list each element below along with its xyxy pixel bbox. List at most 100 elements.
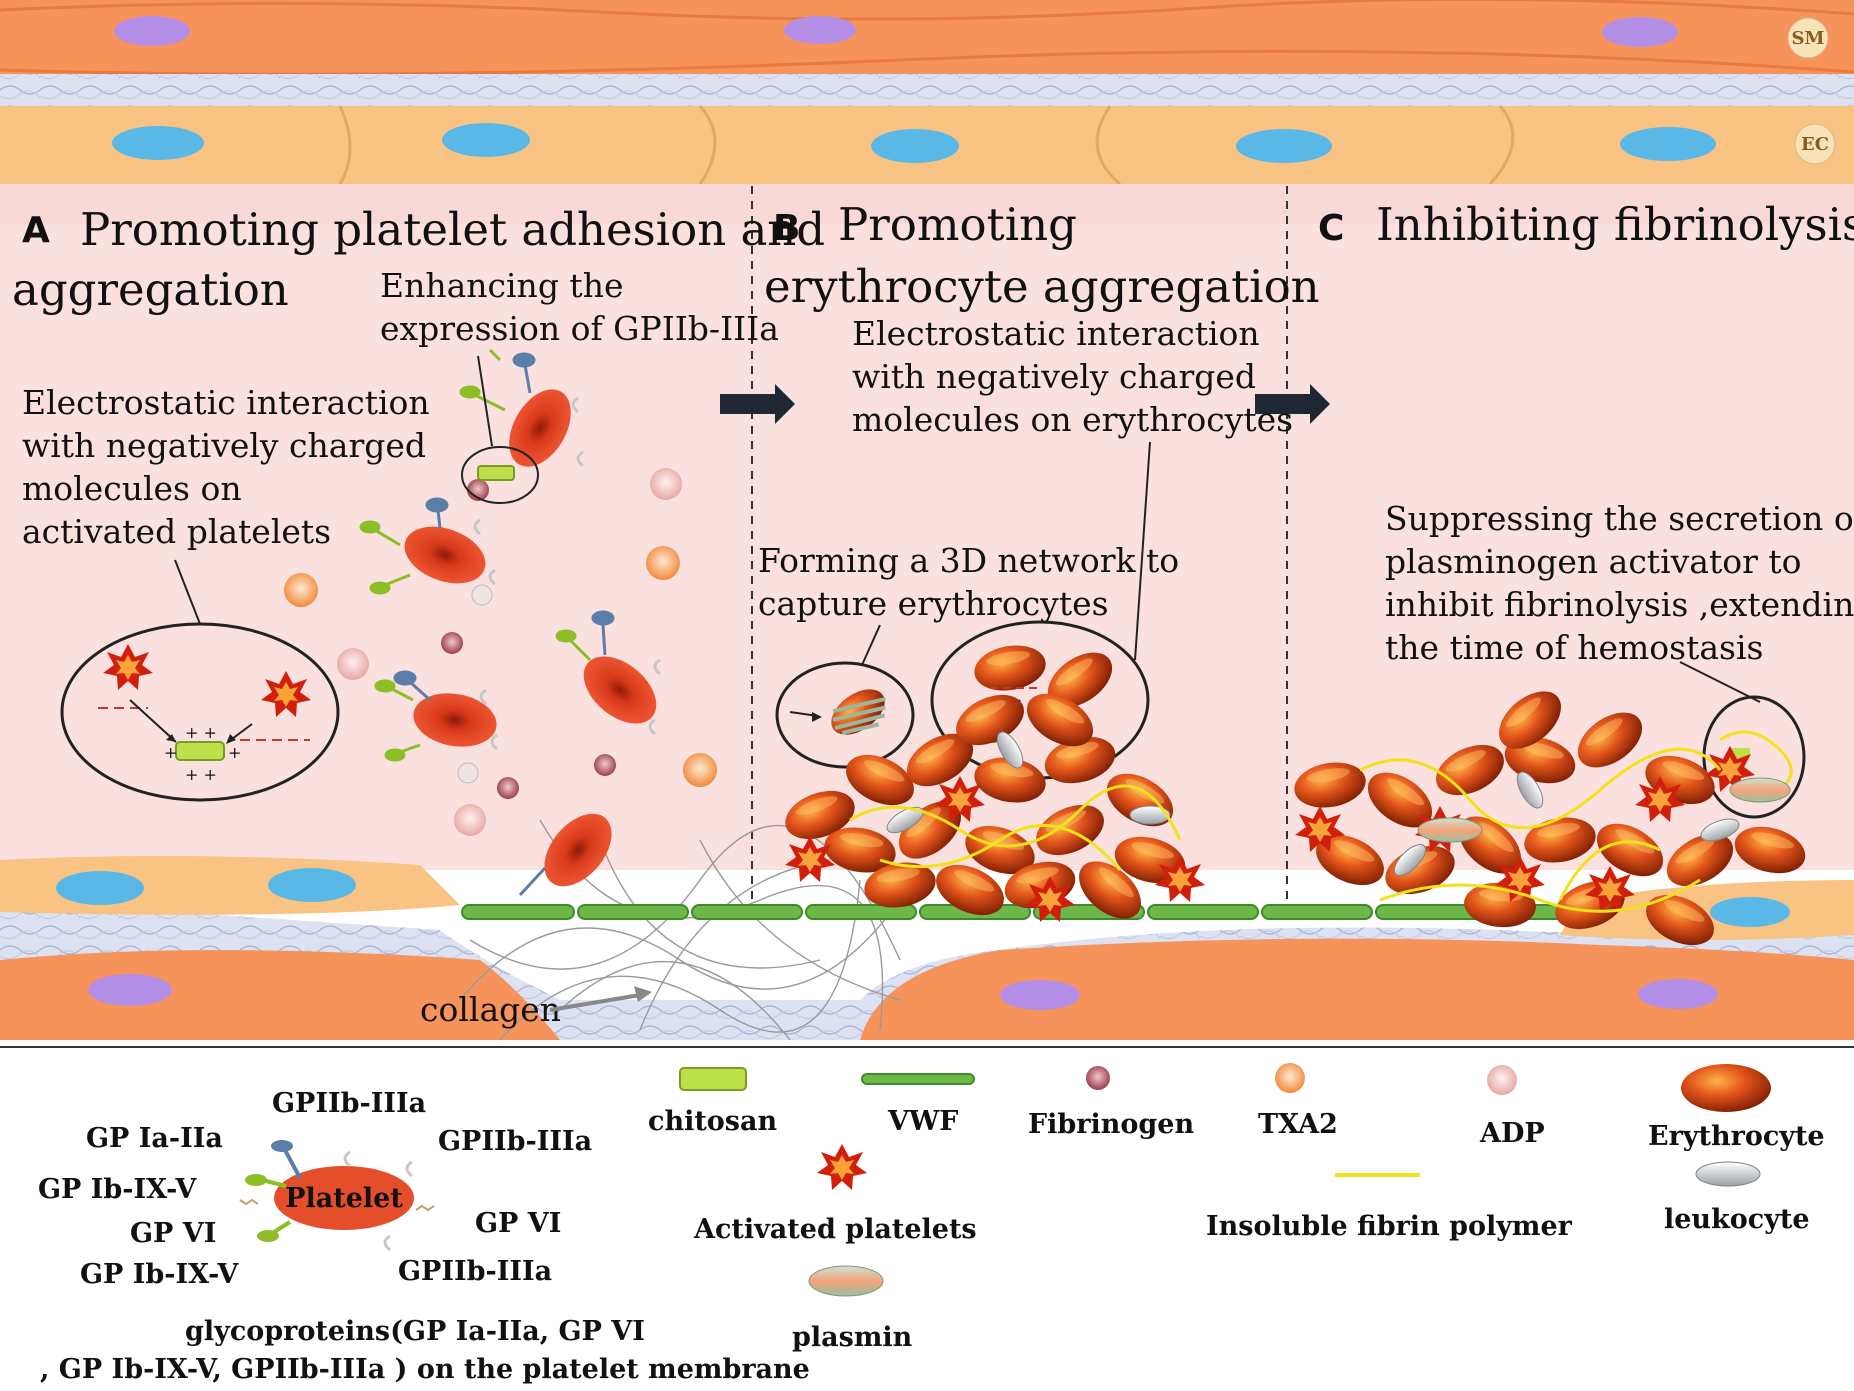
sm-nucleus [114, 16, 190, 46]
fibrinolysis-note-line4: the time of hemostasis [1385, 628, 1763, 667]
platelet-electrostatic-note: Electrostatic interaction [22, 383, 430, 422]
erythrocyte-electrostatic-note-line2: with negatively charged [852, 357, 1256, 396]
platelet-electrostatic-note-line2: with negatively charged [22, 426, 426, 465]
panel-arrow-b-to-c [1255, 384, 1330, 424]
legend-glyco-note: glycoproteins(GP Ia-IIa, GP VI [185, 1316, 645, 1347]
smooth-muscle-left [0, 950, 560, 1040]
legend-vwf-swatch [861, 1073, 975, 1085]
panel-c-letter: C [1318, 208, 1344, 249]
chitosan-icon [175, 741, 225, 761]
gp-zoom-circle [461, 446, 539, 504]
legend-gpiib-top: GPIIb-IIIa [272, 1088, 426, 1119]
sm-nucleus [784, 16, 856, 44]
panel-c: C Inhibiting fibrinolysis Suppressing th… [1290, 198, 1854, 956]
adp-particle [337, 648, 369, 680]
legend: Platelet GPIIb-IIIa GP Ia-IIa GPIIb-IIIa… [38, 1063, 1825, 1385]
legend-plasmin-swatch [808, 1265, 884, 1297]
panel-arrow-a-to-b [720, 384, 795, 424]
sm-nucleus [1000, 980, 1080, 1010]
legend-txa2-swatch [1275, 1063, 1305, 1093]
sm-badge [1787, 17, 1829, 59]
txa2-particle [646, 546, 680, 580]
network-zoom-circle [775, 661, 915, 769]
gp-expression-note-line2: expression of GPIIb-IIIa [380, 309, 779, 348]
sm-nucleus [1638, 979, 1718, 1009]
smooth-muscle-right [860, 938, 1854, 1040]
network-note: Forming a 3D network to [758, 541, 1179, 580]
panel-c-title: Inhibiting fibrinolysis [1376, 198, 1854, 251]
panel-a-title: Promoting platelet adhesion and [80, 203, 825, 256]
legend-gpiib-right: GPIIb-IIIa [438, 1126, 592, 1157]
legend-chitosan-swatch [679, 1067, 747, 1091]
ec-nucleus [1710, 897, 1790, 927]
ec-nucleus [871, 129, 959, 163]
collagen-fibres [459, 819, 901, 1041]
charge-mark: + [164, 743, 177, 762]
ec-nucleus [112, 126, 204, 160]
legend-chitosan-label: chitosan [648, 1106, 778, 1137]
legend-vwf-label: VWF [887, 1106, 958, 1137]
legend-txa2-label: TXA2 [1258, 1109, 1338, 1140]
platelet-electrostatic-note-line4: activated platelets [22, 512, 331, 551]
legend-glyco-note-line2: , GP Ib-IX-V, GPIIb-IIIa ) on the platel… [40, 1354, 810, 1385]
legend-leukocyte-swatch [1695, 1161, 1761, 1187]
panel-b: B Promoting erythrocyte aggregation Elec… [758, 198, 1320, 930]
platelet-electrostatic-note-line3: molecules on [22, 469, 242, 508]
ec-nucleus [442, 123, 530, 157]
legend-adp-swatch [1487, 1065, 1517, 1095]
charge-mark: + + [185, 765, 217, 784]
fibrin-clot [1290, 680, 1811, 956]
legend-gpib-1: GP Ib-IX-V [38, 1174, 197, 1205]
panel-b-title-line2: erythrocyte aggregation [764, 260, 1320, 313]
erythrocyte-aggregate [778, 682, 1205, 930]
ec-nucleus [1236, 129, 1332, 163]
sm-badge-label: SM [1792, 28, 1825, 49]
gp-expression-note: Enhancing the [380, 266, 623, 305]
fibrinolysis-note: Suppressing the secretion of [1385, 499, 1854, 538]
legend-gpiib-bottom: GPIIb-IIIa [398, 1256, 552, 1287]
legend-platelet-label: Platelet [285, 1183, 403, 1214]
legend-erythrocyte-label: Erythrocyte [1648, 1121, 1825, 1152]
adp-particle [454, 804, 486, 836]
smooth-muscle-layer-top [0, 0, 1854, 82]
fibrinolysis-note-line3: inhibit fibrinolysis ,extending [1385, 585, 1854, 624]
panel-a-letter: A [22, 210, 50, 251]
adp-particle [650, 468, 682, 500]
ec-nucleus [268, 868, 356, 902]
fibrinolysis-note-line2: plasminogen activator to [1385, 542, 1801, 581]
legend-fibrinogen-label: Fibrinogen [1028, 1109, 1194, 1140]
erythrocyte-electrostatic-note-line3: molecules on erythrocytes [852, 400, 1293, 439]
legend-gpib-2: GP Ib-IX-V [80, 1259, 239, 1290]
legend-gpia: GP Ia-IIa [86, 1123, 223, 1154]
txa2-particle [284, 573, 318, 607]
platelet-cluster [359, 348, 669, 899]
legend-leukocyte-label: leukocyte [1664, 1204, 1810, 1235]
erythrocyte-electrostatic-note: Electrostatic interaction [852, 314, 1260, 353]
legend-activated-swatch [817, 1144, 867, 1190]
legend-activated-label: Activated platelets [693, 1214, 977, 1245]
ec-badge [1794, 123, 1836, 165]
legend-erythrocyte-swatch [1681, 1064, 1771, 1112]
charge-mark: + + [185, 723, 217, 742]
charge-mark: + [228, 743, 241, 762]
panel-a: A Promoting platelet adhesion and aggreg… [12, 203, 825, 1029]
legend-fibrin-label: Insoluble fibrin polymer [1206, 1211, 1573, 1242]
legend-plasmin-label: plasmin [792, 1322, 913, 1353]
ec-nucleus [1620, 127, 1716, 161]
panel-b-title: Promoting [838, 198, 1077, 251]
ec-nucleus [56, 871, 144, 905]
legend-fibrinogen-swatch [1086, 1066, 1110, 1090]
txa2-particle [683, 753, 717, 787]
legend-gpvi-left: GP VI [130, 1218, 216, 1249]
sm-nucleus [88, 974, 172, 1006]
network-note-line2: capture erythrocytes [758, 584, 1109, 623]
sm-nucleus [1602, 17, 1678, 47]
legend-platelet: Platelet [239, 1140, 435, 1252]
legend-gpvi-right: GP VI [475, 1208, 561, 1239]
ec-badge-label: EC [1801, 134, 1829, 155]
legend-adp-label: ADP [1479, 1118, 1545, 1149]
panel-b-letter: B [773, 208, 800, 249]
vessel-wall-top: SM EC [0, 0, 1854, 186]
